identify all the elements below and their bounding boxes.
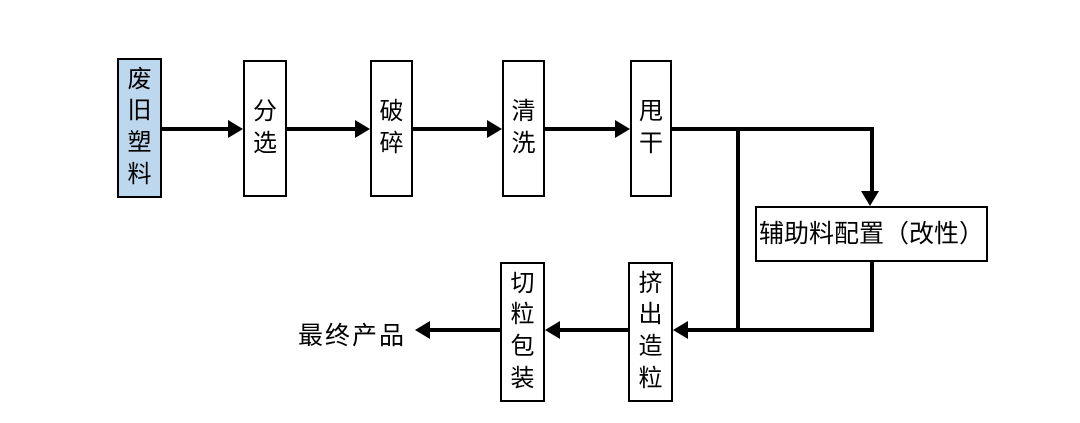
node-spin-dry-label: 甩干	[639, 98, 663, 157]
arrow-sorting-to-crushing-line	[287, 127, 356, 131]
node-crushing-label: 破碎	[379, 98, 404, 157]
connector-spindry-to-aux-vertical-line	[870, 127, 874, 193]
node-washing-label: 清洗	[511, 98, 536, 157]
arrow-cutpack-to-final-head-icon	[415, 321, 430, 339]
node-cut-pack-label: 切粒包装	[510, 270, 535, 392]
node-extrusion-label: 挤出造粒	[638, 270, 663, 392]
connector-spindry-branch-vertical-line	[736, 127, 740, 332]
arrow-into-extrusion-head-icon	[673, 321, 688, 339]
arrow-sorting-to-crushing-head-icon	[355, 120, 370, 138]
arrow-extrusion-to-cutpack-head-icon	[545, 321, 560, 339]
node-aux-material-label: 辅助料配置（改性）	[758, 220, 984, 248]
node-crushing: 破碎	[370, 60, 413, 197]
connector-into-extrusion-line	[687, 328, 874, 332]
node-spin-dry: 甩干	[630, 60, 672, 197]
node-washing: 清洗	[502, 60, 545, 197]
connector-spindry-horizontal-line	[672, 127, 874, 131]
arrow-cutpack-to-final-line	[429, 328, 500, 332]
arrow-crushing-to-washing-line	[413, 127, 488, 131]
final-product-label: 最终产品	[298, 323, 407, 350]
node-waste-plastic: 废旧塑料	[117, 58, 162, 198]
connector-aux-down-vertical-line	[870, 262, 874, 332]
arrow-waste-to-sorting-line	[162, 127, 229, 131]
arrow-washing-to-spindry-head-icon	[615, 120, 630, 138]
arrow-washing-to-spindry-line	[545, 127, 616, 131]
arrow-crushing-to-washing-head-icon	[487, 120, 502, 138]
node-aux-material: 辅助料配置（改性）	[755, 206, 988, 262]
node-extrusion: 挤出造粒	[628, 262, 673, 402]
node-waste-plastic-label: 废旧塑料	[127, 66, 152, 188]
arrow-extrusion-to-cutpack-line	[559, 328, 628, 332]
node-cut-pack: 切粒包装	[500, 262, 545, 402]
arrow-waste-to-sorting-head-icon	[228, 120, 243, 138]
node-sorting-label: 分选	[253, 98, 277, 157]
arrow-into-aux-head-icon	[861, 191, 879, 206]
node-sorting: 分选	[243, 60, 287, 197]
